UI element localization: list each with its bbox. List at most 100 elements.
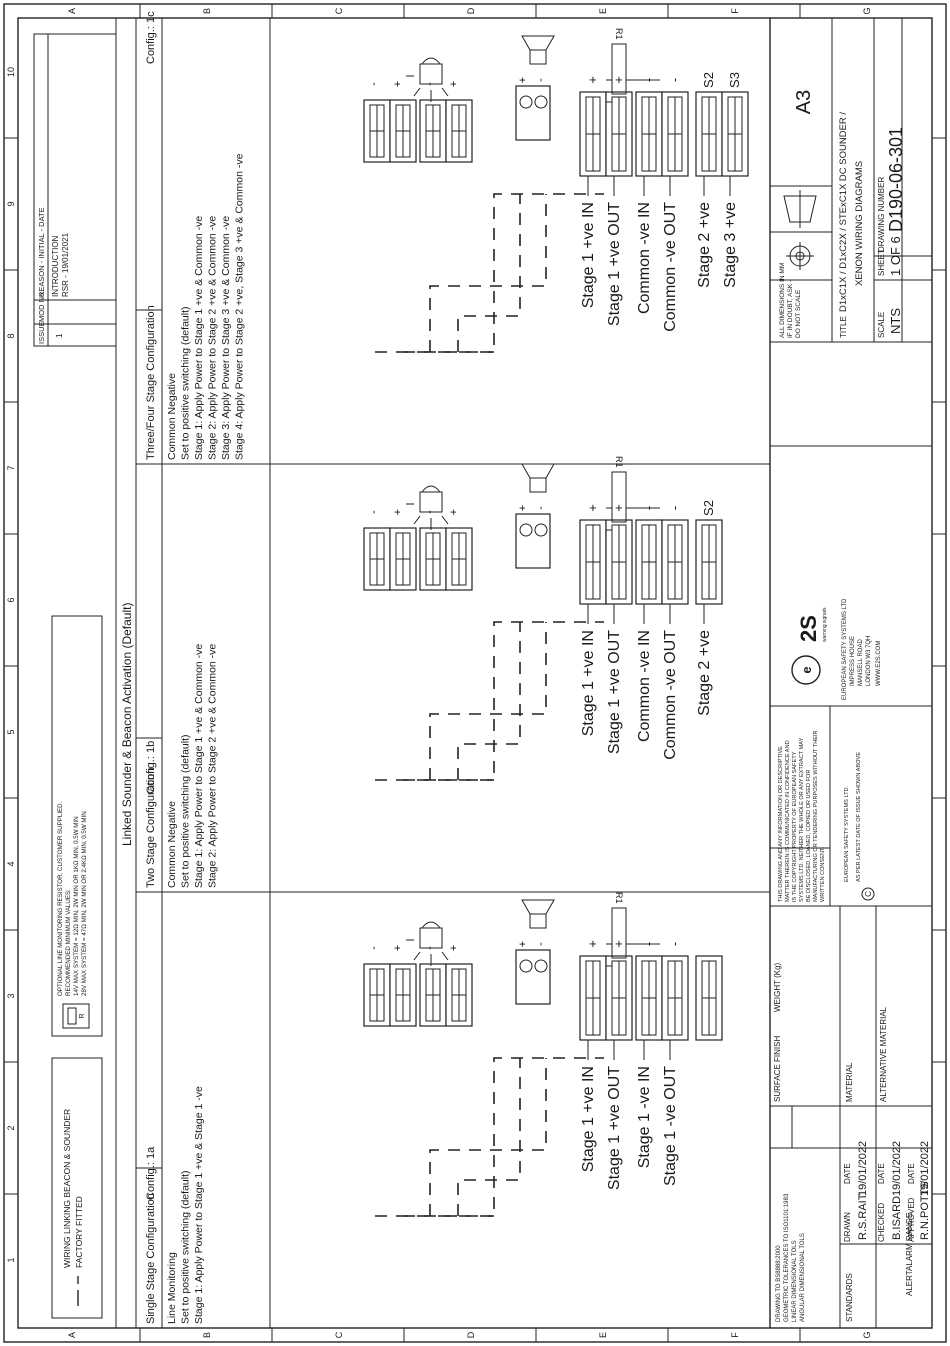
confidential-line: MANUFACTURING OR TENDERING PURPOSES WITH…	[813, 730, 819, 902]
resistor-label: R1	[614, 892, 624, 904]
company-line: IMPRESS HOUSE	[850, 636, 856, 686]
grid-col-top: 1	[6, 1257, 16, 1262]
rev-reason-value: INTRODUCTION	[51, 235, 60, 297]
date-label: DATE	[843, 1163, 852, 1184]
sounder-icon	[521, 35, 555, 65]
dimensions-line: ALL DIMENSIONS IN MM	[779, 263, 786, 338]
resistor-label: R1	[614, 28, 624, 40]
grid-col-top: 7	[6, 465, 16, 470]
logo-mark: e	[799, 666, 814, 673]
date-label: DATE	[907, 1163, 916, 1184]
grid-row-right: A	[67, 8, 77, 14]
config-title: Single Stage Configuration	[145, 1193, 157, 1324]
config-line: Stage 1: Apply Power to Stage 1 +ve & St…	[193, 1086, 205, 1324]
wire-label: Stage 1 -ve OUT	[662, 1066, 679, 1186]
confidential-line: THIS DRAWING AND ANY INFORMATION OR DESC…	[778, 746, 784, 902]
terminal-polarity-sign: +	[585, 940, 600, 948]
sheet-label: SHEET	[877, 249, 886, 276]
grid-labels: 1 2 3 4 5 6 7 8 9 10 A B C D E F G A B C…	[6, 7, 872, 1338]
legend-resistor-line: 28V MAX SYSTEM = 47Ω MIN, 2W MIN OR 2.4K…	[81, 811, 88, 996]
sounder-polarity-sign: -	[535, 78, 547, 82]
config-title: Two Stage Configuration	[145, 768, 157, 888]
copyright-icon	[861, 887, 875, 901]
config-tag: Config.: 1b	[145, 741, 157, 794]
grid-col-top: 3	[6, 993, 16, 998]
range-text: ALERTALARM RANGE	[905, 1213, 914, 1296]
checked-name: B.ISARD	[891, 1196, 903, 1240]
sounder-polarity-sign: +	[517, 941, 529, 947]
beacon-polarity-sign: -	[368, 946, 380, 950]
drawn-label: DRAWN	[843, 1212, 852, 1242]
line-monitoring-resistor: R1	[606, 28, 660, 103]
wire-label: Stage 1 +ve OUT	[606, 202, 623, 326]
drawing-number: D190-06-301	[886, 127, 906, 232]
legend-resistor-line: 14V MAX SYSTEM = 12Ω MIN, 2W MIN OR 1KΩ …	[73, 816, 80, 996]
drawing-number-label: DRAWING NUMBER	[877, 177, 886, 252]
terminal-polarity-sign: +	[611, 504, 626, 512]
sounder-icon	[521, 899, 555, 929]
legend-resistor: R OPTIONAL LINE MONITORING RESISTOR, CUS…	[51, 615, 103, 1037]
terminal-polarity-sign: +	[585, 76, 600, 84]
sounder-terminal: +-	[515, 77, 551, 141]
beacon-terminals: -+-+	[363, 509, 473, 591]
dimensions-line: IF IN DOUBT, ASK -	[787, 280, 794, 338]
config-line: Set to positive switching (default)	[180, 307, 192, 461]
approved-date: 19/01/2022	[919, 1141, 931, 1196]
grid-row-left: E	[598, 1332, 608, 1338]
standards-line: DRAWING TO BS8888:2000	[776, 1245, 782, 1322]
grid-row-left: C	[334, 1331, 344, 1338]
beacon-polarity-sign: +	[392, 509, 404, 515]
surface-finish-label: SURFACE FINISH	[773, 1036, 782, 1102]
grid-row-left: G	[862, 1331, 872, 1338]
terminal-stage-label: S2	[701, 72, 716, 88]
wire-label: Stage 1 +ve OUT	[606, 1066, 623, 1190]
wire-label: Common -ve IN	[636, 630, 653, 742]
beacon-polarity-sign: +	[392, 945, 404, 951]
config-tag: Config.: 1c	[145, 11, 157, 64]
terminal-polarity-sign: -	[667, 942, 682, 946]
beacon-polarity-sign: +	[448, 945, 460, 951]
wire-label: Stage 3 +ve	[722, 202, 739, 288]
drawn-name: R.S.RAIT	[857, 1193, 869, 1240]
title-line-1: D1xC1X / D1xC2X / STExC1X DC SOUNDER /	[838, 112, 849, 312]
legend-dashed-wire-text-2: FACTORY FITTED	[74, 1196, 84, 1268]
drawn-date: 19/01/2022	[857, 1141, 869, 1196]
config-line: Stage 3: Apply Power to Stage 3 +ve & Co…	[220, 216, 232, 460]
sounder-terminal: +-	[515, 941, 551, 1005]
weight-label: WEIGHT (Kg)	[773, 962, 782, 1012]
beacon-polarity-sign: -	[368, 82, 380, 86]
projection-symbol-icon	[783, 190, 817, 270]
grid-row-right: C	[334, 7, 344, 14]
legend-dashed-wire-text-1: WIRING LINKING BEACON & SOUNDER	[62, 1109, 72, 1268]
grid-row-right: B	[202, 8, 212, 14]
terminal-polarity-sign: -	[667, 78, 682, 82]
config-line: Stage 2: Apply Power to Stage 2 +ve & Co…	[207, 216, 219, 460]
sounder-icon	[521, 463, 555, 493]
config-line: Stage 1: Apply Power to Stage 1 +ve & Co…	[193, 644, 205, 888]
checked-date: 19/01/2022	[891, 1141, 903, 1196]
standards-line: LINEAR DIMENSIONAL TOLS	[792, 1240, 798, 1322]
config-line: Stage 1: Apply Power to Stage 1 +ve & Co…	[193, 216, 205, 460]
title-block: DRAWING TO BS8888:2000 GEOMETRIC TOLERAN…	[770, 18, 932, 1328]
sounder-polarity-sign: -	[535, 506, 547, 510]
beacon-polarity-sign: -	[368, 510, 380, 514]
revision-table: ISSUE MOD No. REASON - INITIAL - DATE 1 …	[33, 33, 117, 347]
grid-col-top: 9	[6, 201, 16, 206]
grid-row-left: B	[202, 1332, 212, 1338]
legend-dashed-wire: WIRING LINKING BEACON & SOUNDER FACTORY …	[51, 1057, 103, 1319]
approved-label: APPROVED	[907, 1197, 916, 1242]
copyright-symbol: C	[864, 891, 873, 897]
confidential-line: SYSTEMS LTD. NEITHER THE WHOLE OR ANY EX…	[799, 738, 805, 902]
company-line: MANSELL ROAD	[858, 639, 864, 686]
standards-line: GEOMETRIC TOLERANCES TO ISO1101:1983	[784, 1193, 790, 1322]
rev-header-mod: MOD No.	[37, 291, 46, 322]
title-label: TITLE	[839, 316, 848, 338]
wire-label: Stage 1 +ve IN	[580, 630, 597, 736]
beacon-terminals: -+-+	[363, 81, 473, 163]
